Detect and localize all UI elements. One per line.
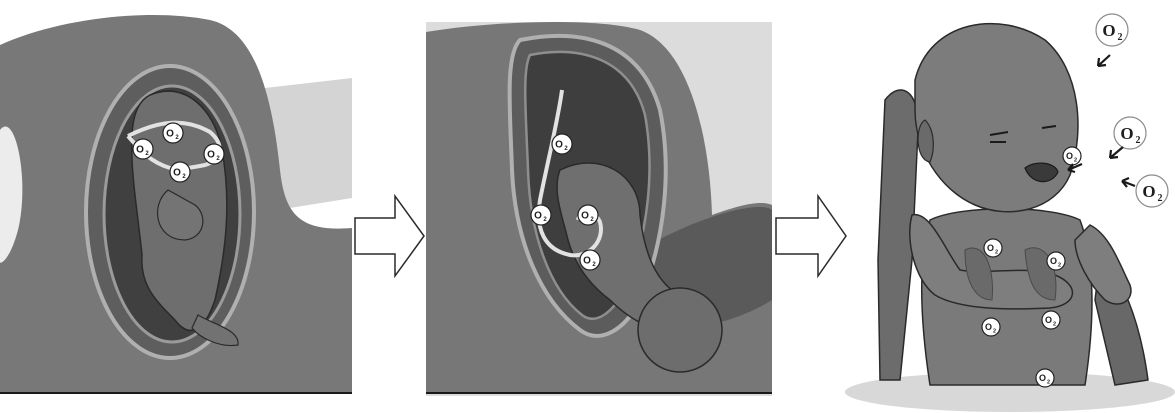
svg-text:O: O xyxy=(173,168,181,179)
o2-molecule: O 2 xyxy=(578,205,598,225)
inhale-arrow xyxy=(1110,147,1123,158)
svg-text:2: 2 xyxy=(1136,135,1141,146)
o2-molecule: O 2 xyxy=(1047,252,1065,270)
o2-molecule: O 2 xyxy=(580,250,600,270)
svg-text:2: 2 xyxy=(1158,193,1163,204)
svg-text:O: O xyxy=(1039,373,1046,383)
svg-text:O: O xyxy=(1102,21,1115,40)
svg-text:O: O xyxy=(534,211,542,222)
svg-text:2: 2 xyxy=(1058,263,1061,269)
fetus-head xyxy=(638,288,722,372)
o2-air-molecule: O 2 xyxy=(1136,175,1168,207)
svg-text:O: O xyxy=(1120,124,1133,143)
svg-text:2: 2 xyxy=(1118,32,1123,43)
svg-text:2: 2 xyxy=(1047,380,1050,386)
o2-air-molecule: O 2 xyxy=(1096,14,1128,46)
svg-text:O: O xyxy=(136,145,144,156)
inhale-arrow xyxy=(1098,55,1110,66)
svg-text:O: O xyxy=(1142,182,1155,201)
newborn-head xyxy=(915,24,1078,212)
o2-molecule: O 2 xyxy=(531,205,551,225)
o2-molecule: O 2 xyxy=(1063,147,1081,165)
o2-molecule: O 2 xyxy=(133,139,153,159)
svg-text:O: O xyxy=(583,256,591,267)
o2-molecule: O 2 xyxy=(170,162,190,182)
svg-text:2: 2 xyxy=(995,250,998,256)
svg-text:2: 2 xyxy=(993,329,996,335)
svg-text:2: 2 xyxy=(1074,158,1077,164)
o2-molecule: O 2 xyxy=(1042,311,1060,329)
o2-molecule: O 2 xyxy=(163,123,183,143)
svg-text:O: O xyxy=(581,211,589,222)
svg-text:O: O xyxy=(207,150,215,161)
o2-air-molecule: O 2 xyxy=(1114,117,1146,149)
o2-molecule: O 2 xyxy=(984,239,1002,257)
svg-text:O: O xyxy=(166,129,174,140)
inhale-arrow xyxy=(1122,178,1135,187)
o2-molecule: O 2 xyxy=(552,134,572,154)
svg-text:O: O xyxy=(987,243,994,253)
progression-arrow xyxy=(355,196,424,276)
svg-text:O: O xyxy=(555,140,563,151)
o2-molecule: O 2 xyxy=(204,144,224,164)
svg-text:O: O xyxy=(1050,256,1057,266)
svg-text:O: O xyxy=(1066,151,1073,161)
progression-arrow xyxy=(776,196,846,276)
panel-newborn-breathing: O 2 O 2 O 2 O 2 O 2 O 2 xyxy=(845,14,1175,412)
svg-text:O: O xyxy=(1045,315,1052,325)
o2-molecule: O 2 xyxy=(982,318,1000,336)
panel-fetus-in-utero: O 2 O 2 O 2 O 2 xyxy=(0,0,352,396)
o2-molecule: O 2 xyxy=(1036,369,1054,387)
svg-text:O: O xyxy=(985,322,992,332)
panel-fetus-during-birth: O 2 O 2 O 2 O 2 xyxy=(426,22,772,396)
svg-text:2: 2 xyxy=(1053,322,1056,328)
